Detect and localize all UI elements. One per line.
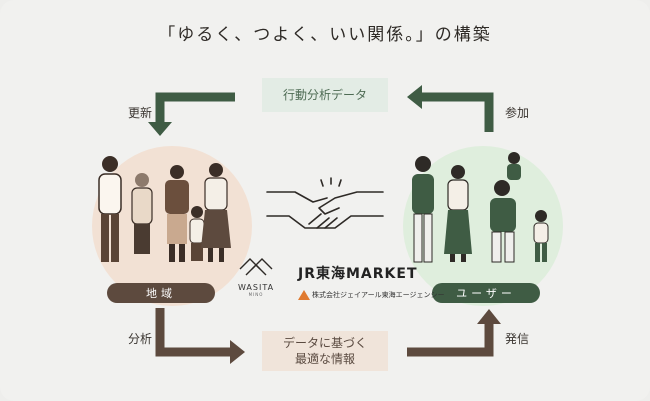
analyze-arrow-head (230, 340, 245, 364)
handshake-icon (266, 177, 384, 229)
community-pill: 地域 (107, 283, 215, 303)
update-label: 更新 (128, 106, 153, 120)
join-arrow (420, 92, 494, 132)
send-arrow (407, 322, 494, 357)
send-label: 発信 (505, 332, 530, 346)
analyze-label: 分析 (128, 332, 153, 346)
jr-agency-logo: 株式会社ジェイアール東海エージェンシー (312, 291, 445, 299)
users-people-illustration (412, 152, 549, 263)
update-arrow (155, 92, 235, 125)
wasita-logo-text: WASITA (237, 283, 275, 292)
optimized-info-line1: データに基づく (282, 336, 367, 350)
wasita-logo-subtext: MINO (248, 292, 264, 297)
page-title: 「ゆるく、つよく、いい関係。」の構築 (158, 25, 492, 45)
optimized-info-line2: 最適な情報 (294, 352, 355, 366)
wasita-roof-icon (239, 258, 273, 276)
community-people-illustration (98, 156, 231, 262)
update-arrow-head (148, 122, 172, 136)
jr-market-logo: JR東海MARKET (298, 266, 418, 282)
join-arrow-head (407, 85, 422, 109)
join-label: 参加 (505, 106, 530, 120)
behavior-data-box: 行動分析データ (262, 78, 388, 112)
agency-mark-icon (298, 290, 310, 300)
optimized-info-box: データに基づく 最適な情報 (262, 331, 388, 371)
analyze-arrow (155, 308, 232, 357)
behavior-data-label: 行動分析データ (282, 88, 367, 102)
send-arrow-head (477, 309, 501, 324)
wasita-logo: WASITA MINO (231, 255, 281, 297)
users-pill: ユーザー (432, 283, 540, 303)
